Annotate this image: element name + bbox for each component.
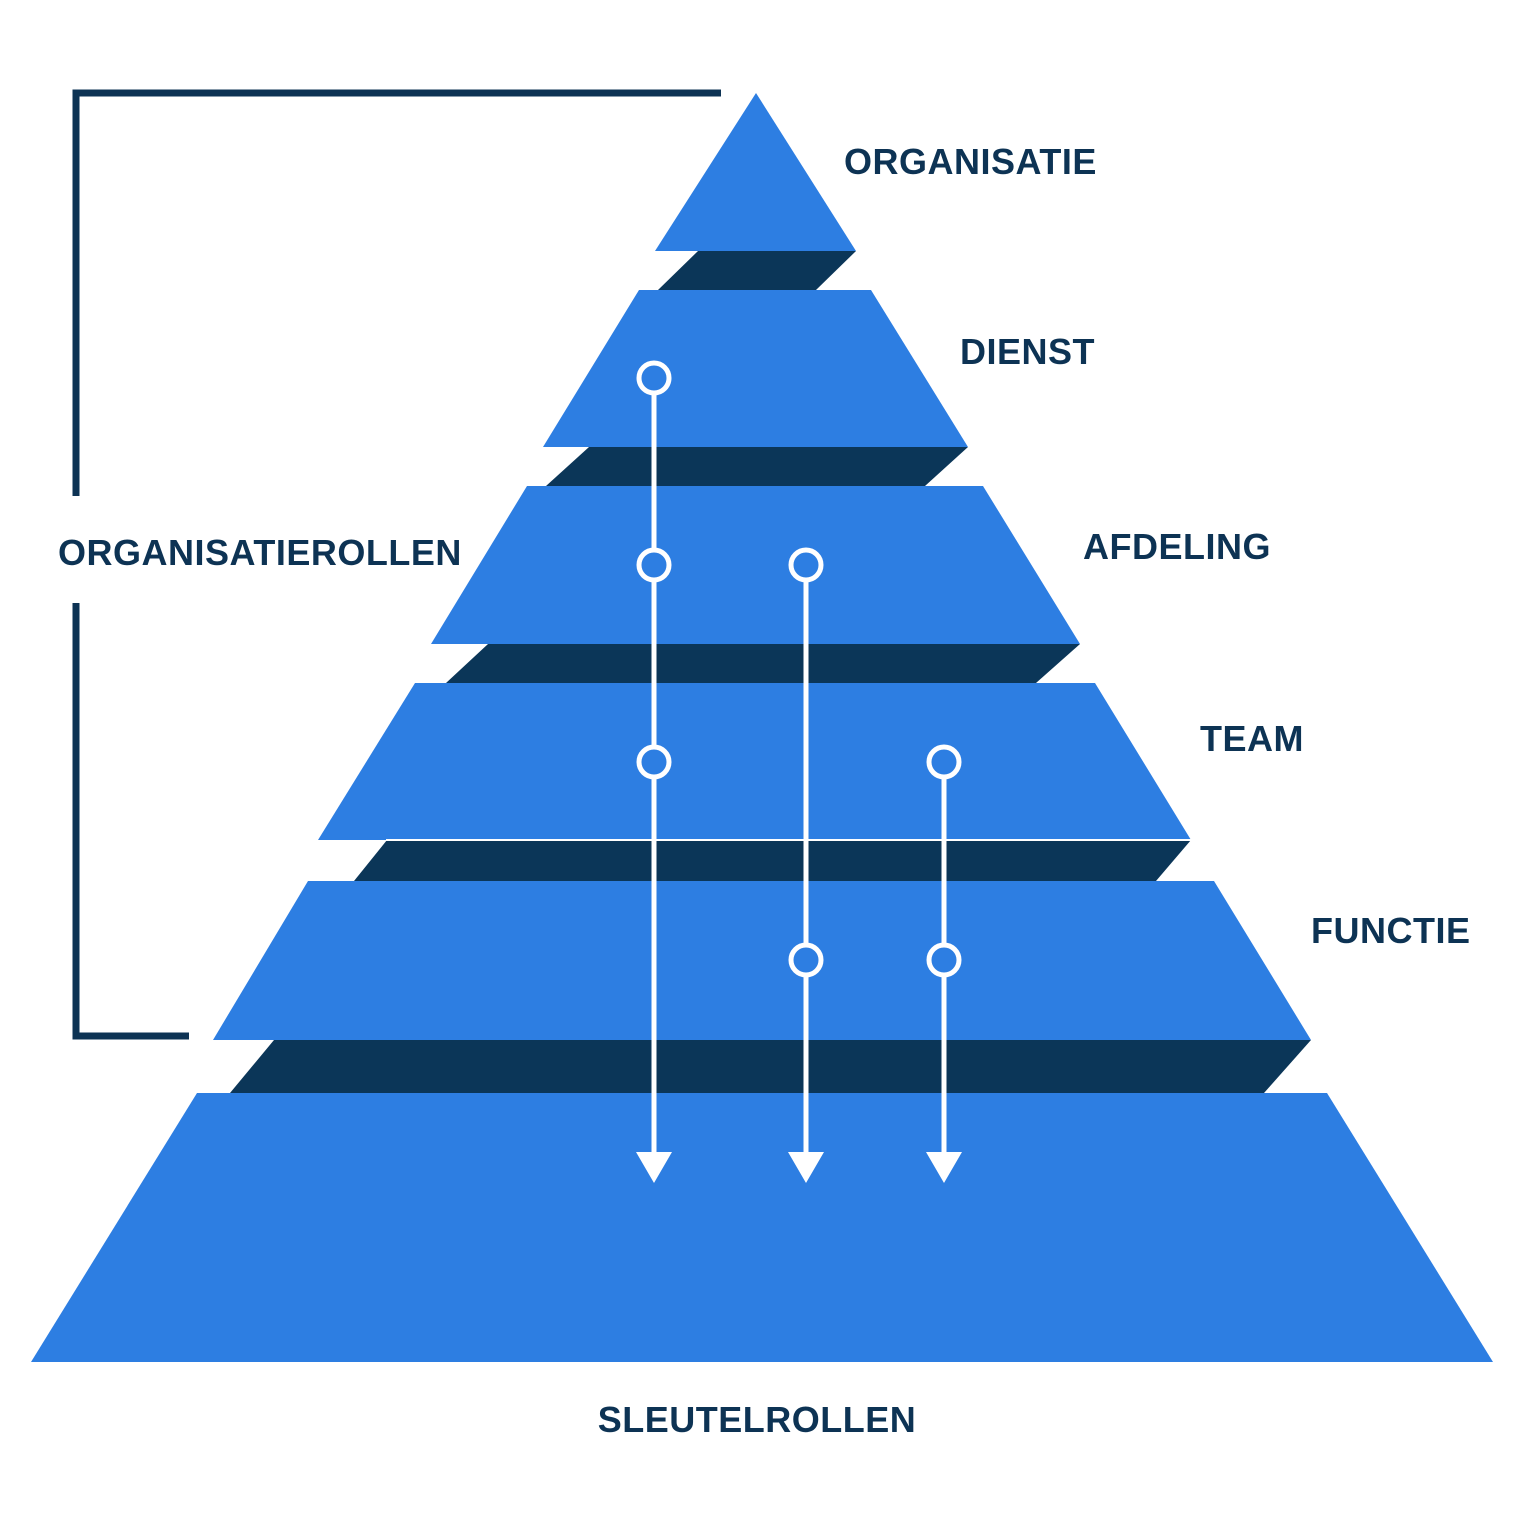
tier-label-organisatie: ORGANISATIE bbox=[844, 141, 1097, 182]
shadow-band-1 bbox=[658, 251, 856, 290]
circle-node-icon bbox=[788, 942, 824, 978]
tier-shadows bbox=[230, 251, 1311, 1093]
tier-team bbox=[318, 683, 1191, 840]
shadow-band-3 bbox=[446, 644, 1080, 683]
arrow-down-icon bbox=[788, 1152, 824, 1183]
tier-label-afdeling: AFDELING bbox=[1083, 526, 1271, 567]
shadow-band-4 bbox=[354, 840, 1191, 881]
organisatierollen-bracket bbox=[72, 89, 721, 1040]
pyramid-tiers bbox=[31, 93, 1493, 1362]
tier-dienst bbox=[543, 290, 968, 447]
shadow-band-5 bbox=[230, 1040, 1311, 1093]
tier-label-functie: FUNCTIE bbox=[1311, 910, 1471, 951]
tier-functie bbox=[213, 881, 1311, 1040]
tier-organisatie bbox=[655, 93, 856, 251]
bracket-label: ORGANISATIEROLLEN bbox=[58, 532, 462, 573]
base-label: SLEUTELROLLEN bbox=[598, 1399, 917, 1440]
shadow-band-2 bbox=[546, 447, 968, 486]
circle-node-icon bbox=[926, 942, 962, 978]
tier-afdeling bbox=[431, 486, 1080, 644]
flow-arrows bbox=[636, 1152, 962, 1183]
arrow-down-icon bbox=[636, 1152, 672, 1183]
circle-node-icon bbox=[636, 744, 672, 780]
tier-label-dienst: DIENST bbox=[960, 331, 1095, 372]
circle-node-icon bbox=[636, 360, 672, 396]
circle-node-icon bbox=[788, 547, 824, 583]
arrow-down-icon bbox=[926, 1152, 962, 1183]
circle-node-icon bbox=[636, 547, 672, 583]
flow-nodes bbox=[636, 360, 962, 978]
tier-base-sleutelrollen bbox=[31, 1093, 1493, 1362]
circle-node-icon bbox=[926, 744, 962, 780]
tier-label-team: TEAM bbox=[1200, 718, 1304, 759]
